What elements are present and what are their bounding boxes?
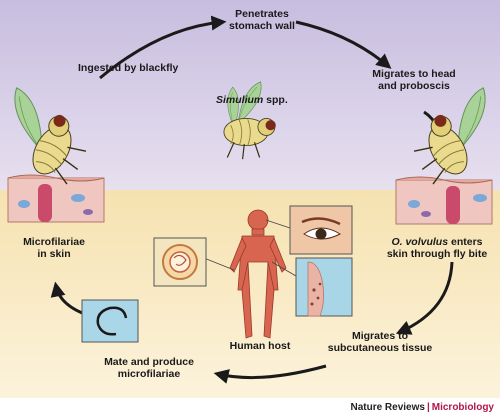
arrow-penetrates-to-head — [295, 20, 392, 69]
skin-lesion-inset — [271, 257, 353, 317]
species-genus: Simulium — [216, 94, 264, 106]
human-host-figure — [229, 209, 287, 339]
step-migrates-head-label: Migrates to head and proboscis — [366, 68, 462, 92]
journal-separator: | — [426, 402, 430, 413]
skin-section-right — [395, 176, 493, 225]
arrow-ingested-to-penetrates — [99, 15, 227, 80]
step-enters-label: O. volvulus enters skin through fly bite — [378, 236, 496, 260]
eye-inset — [265, 205, 353, 255]
journal-name: Nature Reviews — [350, 402, 425, 413]
microfilariae-line1: Microfilariae — [23, 236, 85, 248]
journal-section: Microbiology — [431, 402, 494, 413]
migrates-head-line2: and proboscis — [378, 80, 450, 92]
microfilariae-line2: in skin — [37, 248, 71, 260]
species-suffix: spp. — [263, 94, 288, 106]
step-microfilariae-label: Microfilariae in skin — [14, 236, 94, 260]
arrow-bite-to-subcutaneous — [395, 261, 454, 335]
human-host-label: Human host — [222, 340, 298, 352]
human-host-text: Human host — [229, 340, 291, 352]
credit-strip — [0, 398, 500, 417]
nodule-inset — [153, 237, 235, 287]
penetrates-line2: stomach wall — [229, 20, 295, 32]
subcut-line2: subcutaneous tissue — [327, 342, 433, 354]
enters-species: O. volvulus — [391, 236, 449, 248]
step-mate-label: Mate and produce microfilariae — [94, 356, 204, 380]
mate-line2: microfilariae — [117, 368, 181, 380]
enters-line1: O. volvulus enters — [378, 236, 496, 248]
species-label: Simulium spp. — [216, 94, 288, 106]
step-subcutaneous-label: Migrates to subcutaneous tissue — [320, 330, 440, 354]
migrates-head-line1: Migrates to head — [372, 68, 456, 80]
enters-suffix: enters — [448, 236, 483, 248]
subcut-line1: Migrates to — [351, 330, 408, 342]
journal-credit: Nature Reviews|Microbiology — [350, 402, 494, 413]
enters-line2: skin through fly bite — [386, 248, 488, 260]
step-penetrates-label: Penetrates stomach wall — [224, 8, 300, 32]
microfilaria-inset — [81, 299, 139, 343]
skin-section-left — [7, 174, 105, 223]
mate-line1: Mate and produce — [104, 356, 194, 368]
step-ingested-label: Ingested by blackfly — [78, 62, 178, 74]
arrow-subcutaneous-to-mate — [213, 364, 327, 384]
ingested-text: Ingested by blackfly — [78, 62, 179, 74]
penetrates-line1: Penetrates — [235, 8, 289, 20]
